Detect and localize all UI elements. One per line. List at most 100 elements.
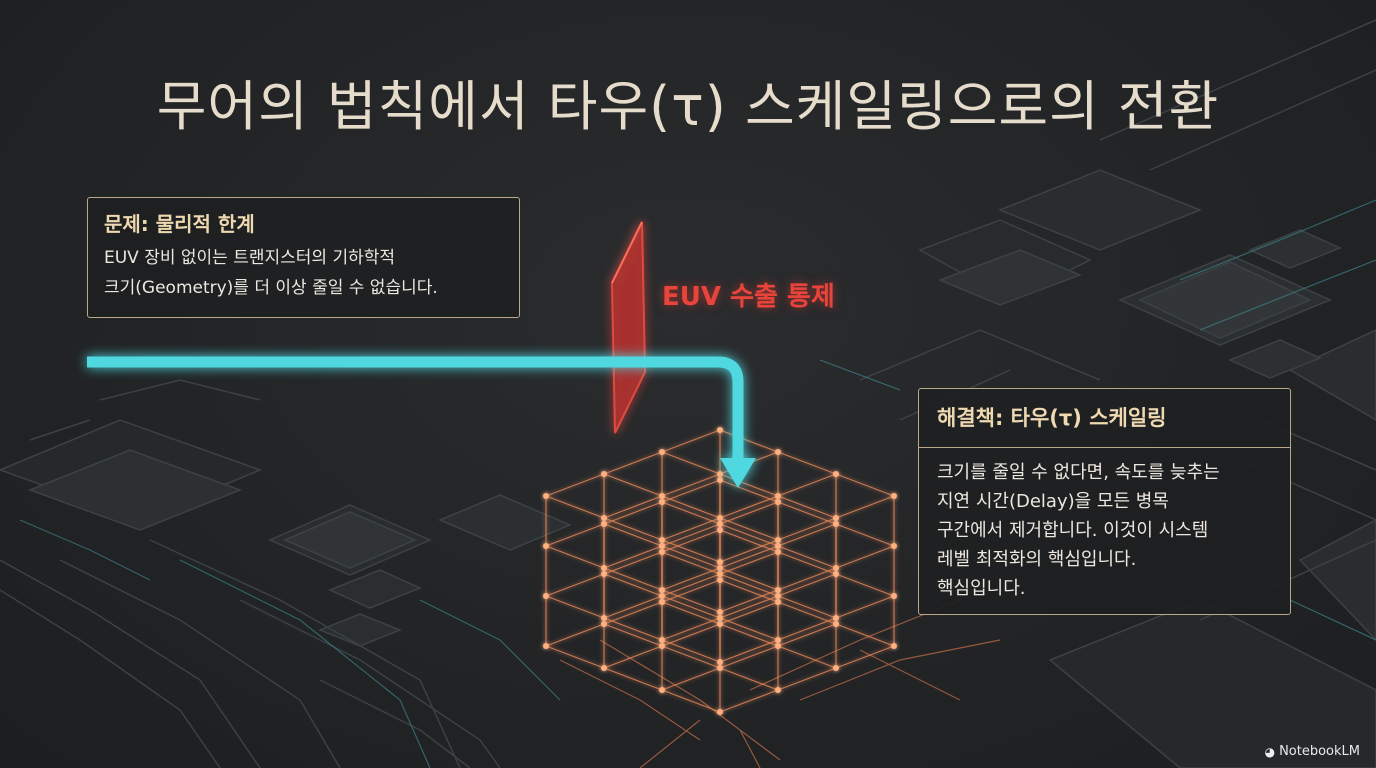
lattice-node bbox=[601, 471, 607, 477]
lattice-edge bbox=[777, 473, 837, 497]
euv-barrier bbox=[610, 221, 647, 434]
lattice-node bbox=[891, 493, 897, 499]
lattice-node bbox=[717, 559, 723, 565]
lattice-node bbox=[717, 609, 723, 615]
lattice-edge bbox=[661, 529, 721, 553]
lattice-edge bbox=[719, 495, 779, 519]
lattice-node bbox=[543, 543, 549, 549]
brand-name: NotebookLM bbox=[1279, 744, 1360, 759]
solution-heading: 해결책: 타우(τ) 스케일링 bbox=[919, 389, 1290, 448]
lattice-node bbox=[659, 537, 665, 543]
problem-callout: 문제: 물리적 한계 EUV 장비 없이는 트랜지스터의 기하학적 크기(Geo… bbox=[87, 197, 520, 318]
lattice-edge bbox=[719, 551, 779, 575]
lattice-edge bbox=[719, 589, 779, 613]
lattice-node bbox=[717, 621, 723, 627]
lattice-edge bbox=[545, 595, 605, 619]
lattice-edge bbox=[777, 573, 837, 597]
lattice-edge bbox=[835, 523, 895, 547]
lattice-edge bbox=[719, 689, 779, 713]
lattice-node bbox=[717, 471, 723, 477]
lattice-node bbox=[775, 537, 781, 543]
problem-line-2: 크기(Geometry)를 더 이상 줄일 수 없습니다. bbox=[104, 278, 438, 298]
lattice-edge bbox=[719, 601, 779, 625]
lattice-edge bbox=[661, 451, 721, 475]
lattice-node bbox=[717, 565, 723, 571]
lattice-node bbox=[775, 449, 781, 455]
lattice-node bbox=[659, 549, 665, 555]
lattice-edge bbox=[661, 589, 721, 613]
lattice-node bbox=[601, 521, 607, 527]
lattice-edge bbox=[719, 539, 779, 563]
lattice-edge bbox=[603, 545, 663, 569]
lattice-edge bbox=[603, 623, 663, 647]
lattice-node bbox=[717, 659, 723, 665]
lattice-edge bbox=[777, 645, 837, 669]
circuit-traces-cyan-left bbox=[19, 519, 561, 768]
lattice-node bbox=[833, 665, 839, 671]
lattice-node bbox=[543, 643, 549, 649]
lattice-edge bbox=[661, 545, 721, 569]
lattice-node bbox=[891, 543, 897, 549]
lattice-node bbox=[775, 587, 781, 593]
brand-watermark: ◕ NotebookLM bbox=[1265, 744, 1360, 759]
lattice-edge bbox=[661, 551, 721, 575]
solution-line-1: 크기를 줄일 수 없다면, 속도를 늦추는 bbox=[937, 462, 1220, 483]
lattice-node bbox=[833, 621, 839, 627]
lattice-edge bbox=[719, 473, 779, 497]
lattice-node bbox=[601, 621, 607, 627]
notebooklm-logo-icon: ◕ bbox=[1264, 744, 1276, 759]
lattice-node bbox=[833, 615, 839, 621]
lattice-edge bbox=[719, 479, 779, 503]
lattice-edge bbox=[661, 623, 721, 647]
problem-line-1: EUV 장비 없이는 트랜지스터의 기하학적 bbox=[104, 248, 396, 268]
lattice-node bbox=[717, 615, 723, 621]
lattice-node bbox=[775, 493, 781, 499]
lattice-node bbox=[833, 565, 839, 571]
lattice-edge bbox=[661, 539, 721, 563]
lattice-edge bbox=[719, 523, 779, 547]
lattice-edge bbox=[719, 545, 779, 569]
lattice-edge bbox=[719, 501, 779, 525]
lattice-edge bbox=[719, 595, 779, 619]
lattice-edge bbox=[661, 617, 721, 641]
problem-description: EUV 장비 없이는 트랜지스터의 기하학적 크기(Geometry)를 더 이… bbox=[104, 243, 503, 303]
lattice-edge bbox=[777, 601, 837, 625]
lattice-node bbox=[659, 637, 665, 643]
lattice-node bbox=[543, 593, 549, 599]
lattice-node bbox=[775, 637, 781, 643]
euv-export-control-label: EUV 수출 통제 bbox=[662, 282, 835, 312]
lattice-node bbox=[601, 571, 607, 577]
lattice-edge bbox=[545, 573, 605, 597]
lattice-edge bbox=[603, 601, 663, 625]
lattice-edge bbox=[603, 645, 663, 669]
lattice-edge bbox=[545, 473, 605, 497]
lattice-edge bbox=[545, 545, 605, 569]
lattice-node bbox=[601, 615, 607, 621]
lattice-edge bbox=[777, 545, 837, 569]
lattice-node bbox=[659, 587, 665, 593]
solution-line-3: 구간에서 제거합니다. 이것이 시스템 bbox=[937, 520, 1209, 541]
lattice-node bbox=[775, 543, 781, 549]
lattice-cube bbox=[543, 427, 897, 715]
lattice-edge bbox=[545, 495, 605, 519]
lattice-node bbox=[659, 687, 665, 693]
lattice-edge bbox=[545, 623, 605, 647]
lattice-node bbox=[659, 493, 665, 499]
lattice-node bbox=[601, 665, 607, 671]
lattice-node bbox=[659, 449, 665, 455]
lattice-node bbox=[717, 571, 723, 577]
circuit-traces-cyan-right bbox=[819, 199, 1376, 641]
lattice-edge bbox=[661, 579, 721, 603]
lattice-node bbox=[775, 593, 781, 599]
lattice-traces bbox=[559, 599, 1001, 768]
page-title: 무어의 법칙에서 타우(τ) 스케일링으로의 전환 bbox=[156, 75, 1220, 138]
lattice-edge bbox=[835, 645, 895, 669]
lattice-edge bbox=[719, 529, 779, 553]
lattice-edge bbox=[603, 551, 663, 575]
lattice-edge bbox=[661, 639, 721, 663]
lattice-node bbox=[659, 543, 665, 549]
lattice-edge bbox=[777, 667, 837, 691]
lattice-edge bbox=[777, 495, 837, 519]
lattice-edge bbox=[719, 579, 779, 603]
lattice-node bbox=[775, 549, 781, 555]
